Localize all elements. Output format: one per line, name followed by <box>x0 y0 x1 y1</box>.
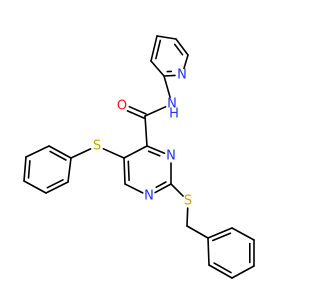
bond-inner-ph1-ph2 <box>49 150 67 161</box>
bond-ph1-ph2 <box>48 145 72 159</box>
atom-label-background <box>143 190 155 202</box>
atom-label-background <box>91 140 103 152</box>
bond-ph5-ph6 <box>45 181 69 194</box>
bond-N_amide-C_am <box>144 106 167 117</box>
atom-symbol: H <box>169 107 179 122</box>
atom-symbol: N <box>166 149 176 164</box>
atom-symbol: O <box>117 99 127 114</box>
bond-ph6-ph1 <box>67 157 72 183</box>
bond-ph3-ph4 <box>23 156 27 182</box>
bond-C5-C4 <box>123 145 148 159</box>
bond-S_phenyl-ph1 <box>70 148 92 159</box>
atom-label-background <box>166 98 178 110</box>
atom-n1: N <box>143 189 155 204</box>
bond-inner-py6-py1 <box>155 39 162 60</box>
atom-n3: N <box>165 149 177 164</box>
atom-s-benzyl: S <box>182 194 194 209</box>
bond-inner-ph3-ph4 <box>27 160 31 179</box>
bond-py6-py1 <box>150 35 158 62</box>
atom-label-background <box>176 69 188 81</box>
bond-bz2-bz3 <box>231 227 255 241</box>
bond-second-C_am-O_carbonyl <box>126 110 145 119</box>
atom-h-amide: H <box>168 107 180 122</box>
atom-o-carbonyl: O <box>116 99 128 114</box>
bond-S_benzyl-CH2 <box>186 207 189 227</box>
bond-bz4-bz5 <box>231 265 255 279</box>
bond-py5-N_amide <box>163 75 171 99</box>
bond-C_am-C4 <box>144 115 148 147</box>
atom-symbol: N <box>144 189 154 204</box>
bond-C4-N3 <box>146 145 166 155</box>
bond-inner-ph5-ph6 <box>46 179 64 189</box>
bond-CH2-bz1 <box>186 225 209 239</box>
atom-symbol: S <box>93 139 101 154</box>
bond-py3-N_pyr <box>183 54 189 70</box>
bond-C2-N1 <box>154 183 172 194</box>
bond-C5-S_phenyl <box>102 148 125 159</box>
atom-symbol: N <box>177 68 187 83</box>
bond-inner-bz5-bz6 <box>213 262 232 274</box>
atom-n-pyr: N <box>176 68 188 83</box>
bond-py2-py3 <box>175 38 189 56</box>
atom-s-phenyl: S <box>91 139 103 154</box>
bond-inner-py2-py3 <box>173 43 184 56</box>
bond-bz5-bz6 <box>208 264 233 279</box>
atom-symbol: N <box>167 97 177 112</box>
bond-layer <box>23 35 255 279</box>
bond-inner-C4-N3 <box>147 150 161 157</box>
atom-label-background <box>168 108 180 120</box>
bond-inner-bz1-bz2 <box>212 232 232 242</box>
atom-symbol: S <box>184 194 192 209</box>
bond-py5-py6 <box>150 60 165 77</box>
bond-C6-C5 <box>123 157 126 185</box>
bond-C_am-O_carbonyl <box>128 105 147 115</box>
bond-bz1-bz2 <box>207 227 233 239</box>
bond-bz6-bz1 <box>207 237 210 266</box>
atom-label-background <box>165 150 177 162</box>
bond-inner-C6-C5 <box>127 160 130 182</box>
atom-label-background <box>116 100 128 112</box>
bond-C2-S_benzyl <box>170 183 184 197</box>
atom-n-amide: N <box>166 97 178 112</box>
bond-N_pyr-py5 <box>163 74 176 77</box>
bond-inner-C2-N1 <box>155 181 167 189</box>
bond-ph2-ph3 <box>25 145 50 158</box>
atom-label-background <box>182 195 194 207</box>
bond-N1-C6 <box>124 183 144 194</box>
bond-py1-py2 <box>156 35 177 40</box>
bond-ph4-ph5 <box>23 180 47 194</box>
